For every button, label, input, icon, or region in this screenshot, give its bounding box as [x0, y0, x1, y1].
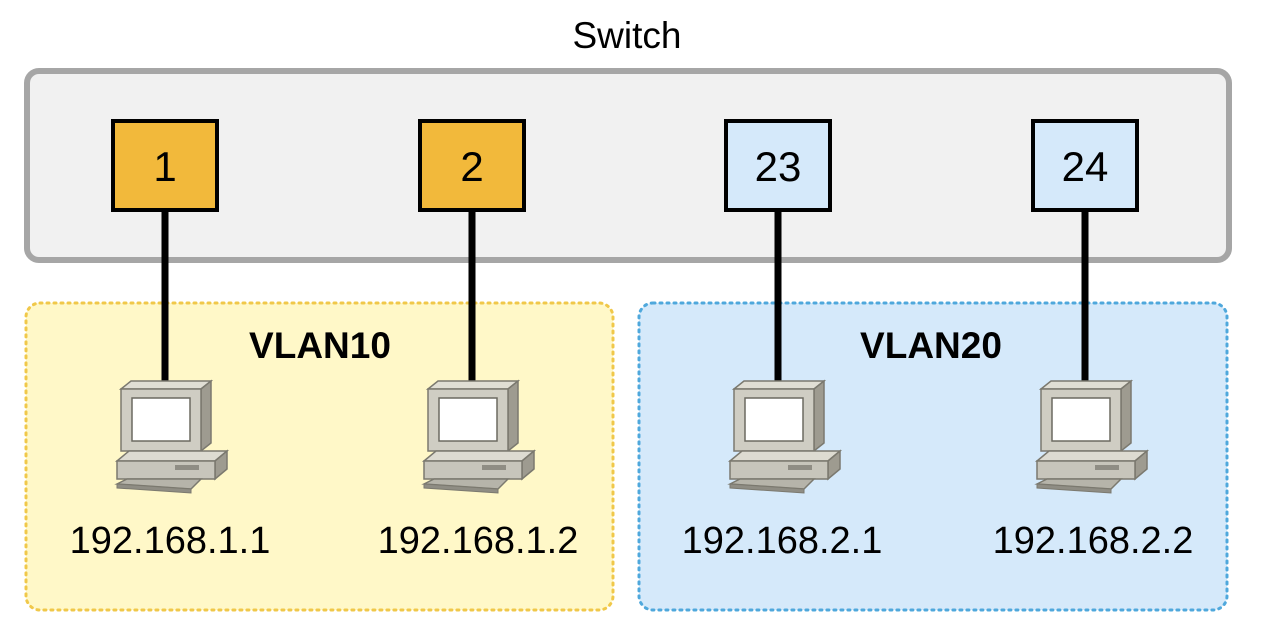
vlan10-zone — [24, 301, 615, 612]
switch-body — [24, 68, 1232, 263]
computer-icon — [729, 380, 841, 494]
switch-title: Switch — [573, 15, 682, 56]
port-2-label: 2 — [460, 143, 483, 190]
port-2: 2 — [418, 119, 526, 212]
port-23: 23 — [724, 119, 832, 212]
port-2-box — [418, 119, 526, 212]
vlan10-label: VLAN10 — [249, 325, 391, 366]
port-23-box — [724, 119, 832, 212]
vlan20-zone — [637, 301, 1229, 612]
computer-icon — [116, 380, 228, 494]
port-1-label: 1 — [153, 143, 176, 190]
host-4-ip: 192.168.2.2 — [993, 520, 1194, 562]
host-1-ip: 192.168.1.1 — [70, 520, 271, 562]
port-24-label: 24 — [1062, 143, 1109, 190]
vlan20-label: VLAN20 — [860, 325, 1002, 366]
port-1-box — [111, 119, 219, 212]
port-1: 1 — [111, 119, 219, 212]
host-3-ip: 192.168.2.1 — [682, 520, 883, 562]
port-24: 24 — [1031, 119, 1139, 212]
host-2-ip: 192.168.1.2 — [378, 520, 579, 562]
computer-icon — [1036, 380, 1148, 494]
port-23-label: 23 — [755, 143, 802, 190]
port-24-box — [1031, 119, 1139, 212]
computer-icon — [423, 380, 535, 494]
